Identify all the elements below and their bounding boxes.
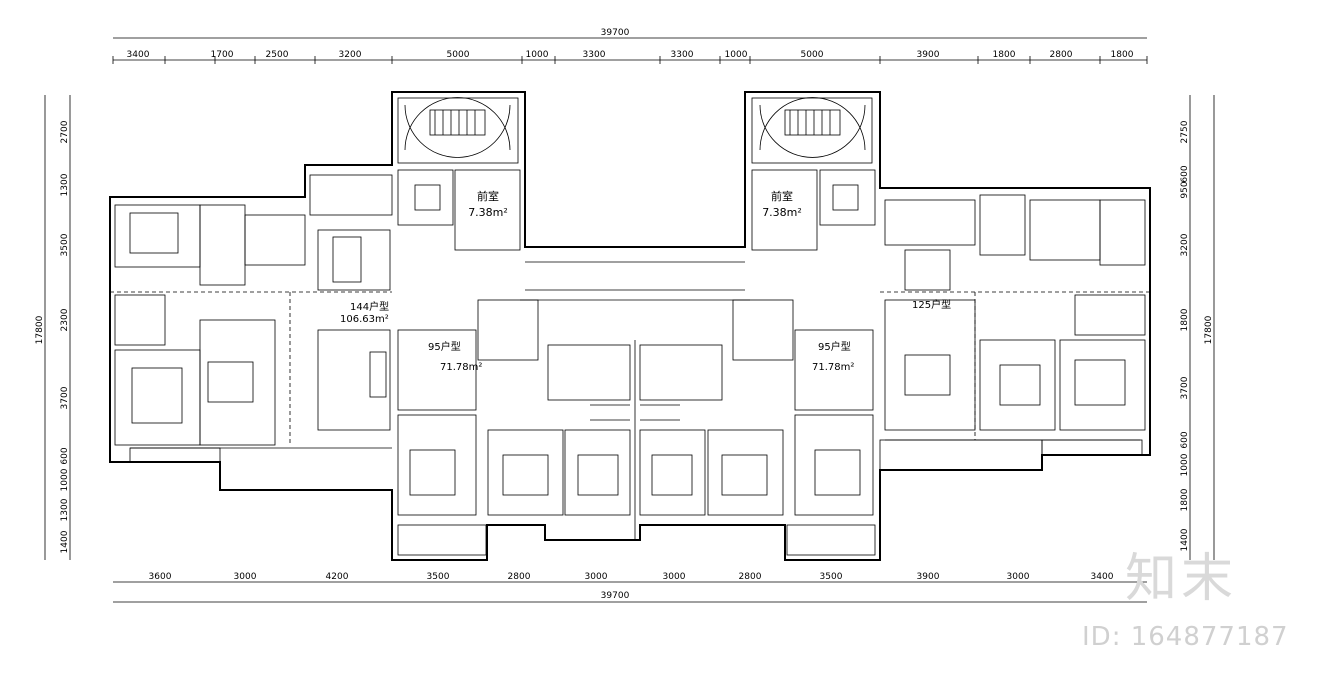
stair-core-left: 前室 7.38m²: [397, 97, 521, 251]
left-dim-8: 1300: [60, 498, 70, 521]
bottom-total-dimension: 39700: [601, 591, 630, 601]
right-dimension-chain: 17800 2750 600 950 3200 1800 3700 600 10…: [1180, 95, 1215, 560]
watermark-id: ID: 164877187: [1082, 622, 1289, 652]
right-dim-7: 600: [1180, 431, 1190, 448]
right-dim-9: 1800: [1180, 488, 1190, 511]
unit-125-right: 125户型: [880, 194, 1150, 441]
left-dim-9: 1400: [60, 530, 70, 553]
top-dim-13: 2800: [1050, 50, 1073, 60]
unit-144-left: 144户型 106.63m²: [110, 174, 393, 449]
top-dim-12: 1800: [993, 50, 1016, 60]
unit-144-area: 106.63m²: [340, 314, 389, 325]
bottom-dim-6: 3000: [585, 572, 608, 582]
bottom-dimension-chain: 39700 3600 3000 4200 3500 2800 3000 3000…: [113, 572, 1147, 603]
left-dim-4: 2300: [60, 308, 70, 331]
top-dim-5: 5000: [447, 50, 470, 60]
watermark-logo: 知末: [1125, 549, 1238, 609]
top-dim-1: 3400: [127, 50, 150, 60]
left-dim-6: 600: [60, 447, 70, 464]
top-dimension-chain: 39700 3400 1700 2500 3200 5000 1000 3300…: [112, 28, 1148, 64]
lobby-left-label: 前室: [477, 189, 499, 203]
right-dim-1: 2750: [1180, 120, 1190, 143]
top-total-dimension: 39700: [601, 28, 630, 38]
lobby-right-label: 前室: [771, 189, 793, 203]
unit-95-right-label: 95户型: [818, 340, 851, 353]
bottom-dim-9: 3500: [820, 572, 843, 582]
right-dim-8: 1000: [1180, 453, 1190, 476]
right-dim-2: 600: [1180, 165, 1190, 182]
top-dim-11: 3900: [917, 50, 940, 60]
right-dim-3: 950: [1180, 181, 1190, 198]
left-dim-3: 3500: [60, 233, 70, 256]
bottom-dim-1: 3600: [149, 572, 172, 582]
left-dimension-chain: 17800 2700 1300 3500 2300 3700 600 1000 …: [35, 95, 71, 560]
unit-95-right-area: 71.78m²: [812, 362, 854, 373]
unit-144-label: 144户型: [350, 300, 389, 313]
top-dim-6: 1000: [526, 50, 549, 60]
left-total-dimension: 17800: [35, 315, 45, 344]
top-dim-10: 5000: [801, 50, 824, 60]
bottom-dim-12: 3400: [1091, 572, 1114, 582]
unit-95-left-label: 95户型: [428, 340, 461, 353]
bottom-dim-11: 3000: [1007, 572, 1030, 582]
bottom-dim-2: 3000: [234, 572, 257, 582]
unit-95-left: 95户型 71.78m²: [397, 299, 631, 556]
unit-125-label: 125户型: [912, 298, 951, 311]
lobby-right-area: 7.38m²: [762, 206, 802, 219]
right-dim-6: 3700: [1180, 376, 1190, 399]
top-dim-7: 3300: [583, 50, 606, 60]
bottom-dim-7: 3000: [663, 572, 686, 582]
unit-95-right: 95户型 71.78m²: [634, 299, 876, 556]
right-dim-5: 1800: [1180, 308, 1190, 331]
unit-95-left-area: 71.78m²: [440, 362, 482, 373]
right-dim-10: 1400: [1180, 528, 1190, 551]
central-corridor: [520, 261, 750, 301]
bottom-dim-10: 3900: [917, 572, 940, 582]
right-total-dimension: 17800: [1204, 315, 1214, 344]
bottom-dim-8: 2800: [739, 572, 762, 582]
balconies: [129, 439, 1143, 471]
right-dim-4: 3200: [1180, 233, 1190, 256]
left-dim-1: 2700: [60, 120, 70, 143]
top-dim-9: 1000: [725, 50, 748, 60]
bottom-dim-5: 2800: [508, 572, 531, 582]
stair-core-right: 前室 7.38m²: [751, 97, 876, 251]
top-dim-8: 3300: [671, 50, 694, 60]
left-dim-2: 1300: [60, 173, 70, 196]
left-dim-7: 1000: [60, 468, 70, 491]
top-dim-3: 2500: [266, 50, 289, 60]
lobby-left-area: 7.38m²: [468, 206, 508, 219]
top-dim-14: 1800: [1111, 50, 1134, 60]
bottom-dim-3: 4200: [326, 572, 349, 582]
top-dim-2: 1700: [211, 50, 234, 60]
left-dim-5: 3700: [60, 386, 70, 409]
top-dim-4: 3200: [339, 50, 362, 60]
bottom-dim-4: 3500: [427, 572, 450, 582]
